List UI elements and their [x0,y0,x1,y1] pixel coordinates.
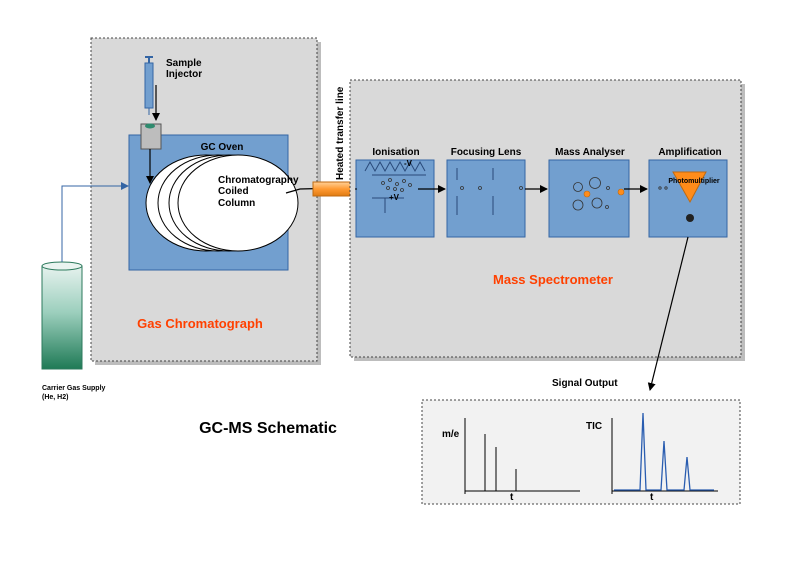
ionisation-filament [364,160,426,173]
stage-label-focusing-lens: Focusing Lens [451,147,522,158]
analyser-ion-1 [583,190,591,198]
plot2-ylabel: TIC [586,421,602,432]
signal-panel [421,399,741,505]
detector-dot [686,214,694,222]
transfer-line-label: Heated transfer line [335,86,346,180]
injector-label: Sample Injector [166,58,204,80]
column-label: Chromatography Coiled Column [218,175,301,209]
tic-trace [614,412,714,491]
photomultiplier [672,171,707,204]
carrier-gas-label: Carrier Gas Supply (He, H2) [42,385,107,401]
plot1-ylabel: m/e [442,429,460,440]
carrier-gas-line [61,182,129,262]
ion-minus-label: -V [404,159,413,168]
sample-injector [144,56,154,115]
amplification-ions [658,186,668,190]
photomultiplier-label: Photomultiplier [668,178,720,185]
gc-label: Gas Chromatograph [137,316,263,331]
stage-label-ionisation: Ionisation [372,147,419,158]
stage-label-mass-analyser: Mass Analyser [555,147,625,158]
signal-output-label: Signal Output [552,378,618,389]
lens-ions [460,186,523,190]
injection-port-seal [145,123,155,129]
quadrupole-rods [572,177,610,211]
plot1-xlabel: t [510,492,514,503]
ion-particles [381,178,412,192]
mass-spectrum-plot [464,418,580,494]
lens-plates [456,168,494,215]
gc-oven-label: GC Oven [201,142,244,153]
ion-plus-label: +V [389,193,400,202]
page-title: GC-MS Schematic [199,420,337,437]
heated-transfer-line [312,181,357,197]
tic-plot [611,412,718,494]
plot2-xlabel: t [650,492,654,503]
ms-label: Mass Spectrometer [493,272,613,287]
signal-arrow [647,236,689,391]
analyser-ion-2 [617,188,625,196]
coiled-column [145,154,299,252]
mass-analyser-box [548,159,630,238]
gas-cylinder [41,261,83,370]
stage-label-amplification: Amplification [658,147,721,158]
focusing-lens-box [446,159,526,238]
